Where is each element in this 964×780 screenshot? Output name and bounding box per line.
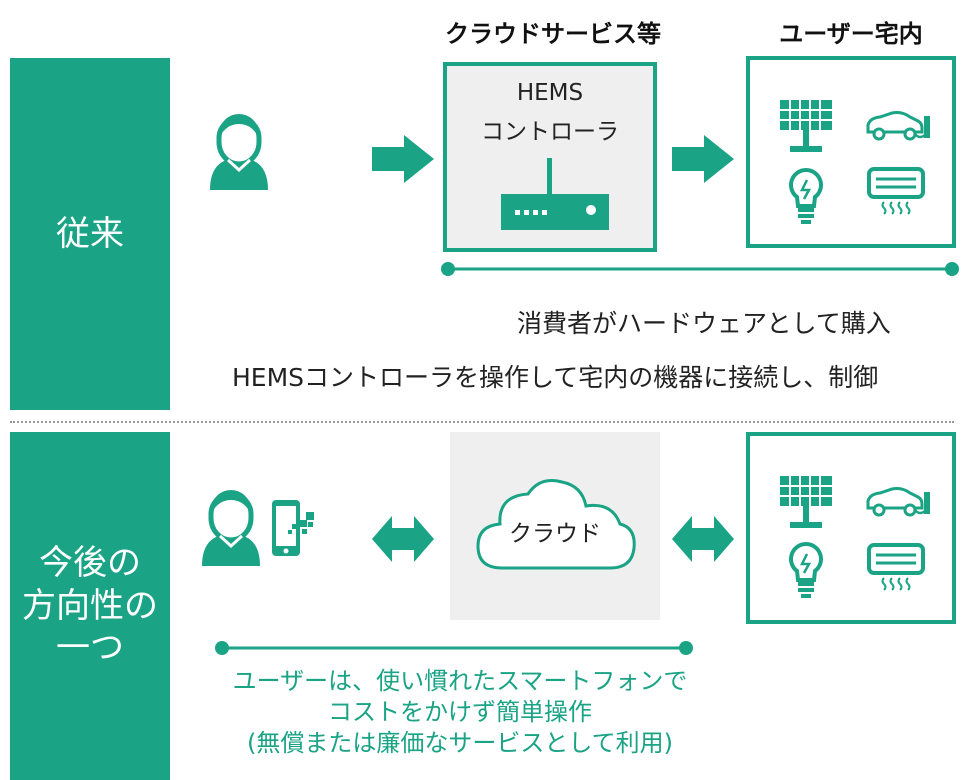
arrow-both-icon <box>672 516 734 562</box>
current-label: 従来 <box>56 213 124 254</box>
current-label-box: 従来 <box>10 58 170 410</box>
hems-subtitle: コントローラ <box>481 119 619 145</box>
cloud-label: クラウド <box>509 521 601 547</box>
user-icon <box>198 488 264 566</box>
future-label-line1: 今後の <box>39 543 141 584</box>
future-label-line2: 方向性の <box>22 585 158 626</box>
smartphone-scope-line <box>215 641 693 655</box>
solar-panel-icon <box>776 472 836 532</box>
hardware-scope-line <box>441 262 959 276</box>
smartphone-icon <box>272 500 314 556</box>
future-label-line3: 一つ <box>56 628 124 669</box>
cloud-service-column-title: クラウドサービス等 <box>445 20 661 48</box>
operation-caption: HEMSコントローラを操作して宅内の機器に接続し、制御 <box>232 363 879 392</box>
air-conditioner-icon <box>866 166 926 216</box>
light-bulb-icon <box>786 166 826 226</box>
router-icon <box>501 158 609 230</box>
future-caption-line3: (無償または廉価なサービスとして利用) <box>246 729 673 758</box>
cloud-area: クラウド <box>450 432 660 620</box>
ev-charging-icon <box>862 482 932 522</box>
purchase-caption: 消費者がハードウェアとして購入 <box>517 309 891 338</box>
arrow-right-icon <box>672 135 734 183</box>
user-icon <box>206 112 272 190</box>
future-caption: ユーザーは、使い慣れたスマートフォンで コストをかけず簡単操作 (無償または廉価… <box>180 666 740 760</box>
future-label-box: 今後の 方向性の 一つ <box>10 432 170 780</box>
air-conditioner-icon <box>866 542 926 592</box>
arrow-right-icon <box>372 135 434 183</box>
user-home-box-current <box>746 56 956 248</box>
user-home-column-title: ユーザー宅内 <box>779 20 923 48</box>
user-home-box-future <box>746 432 956 624</box>
cloud-icon <box>476 479 636 570</box>
hems-controller-box: HEMS コントローラ <box>443 62 657 252</box>
solar-panel-icon <box>776 96 836 156</box>
future-caption-line2: コストをかけず簡単操作 <box>328 698 592 727</box>
future-caption-line1: ユーザーは、使い慣れたスマートフォンで <box>232 667 688 695</box>
arrow-both-icon <box>372 516 434 562</box>
ev-charging-icon <box>862 106 932 146</box>
light-bulb-icon <box>786 540 826 600</box>
section-divider <box>10 421 954 423</box>
hems-title: HEMS <box>516 80 584 106</box>
